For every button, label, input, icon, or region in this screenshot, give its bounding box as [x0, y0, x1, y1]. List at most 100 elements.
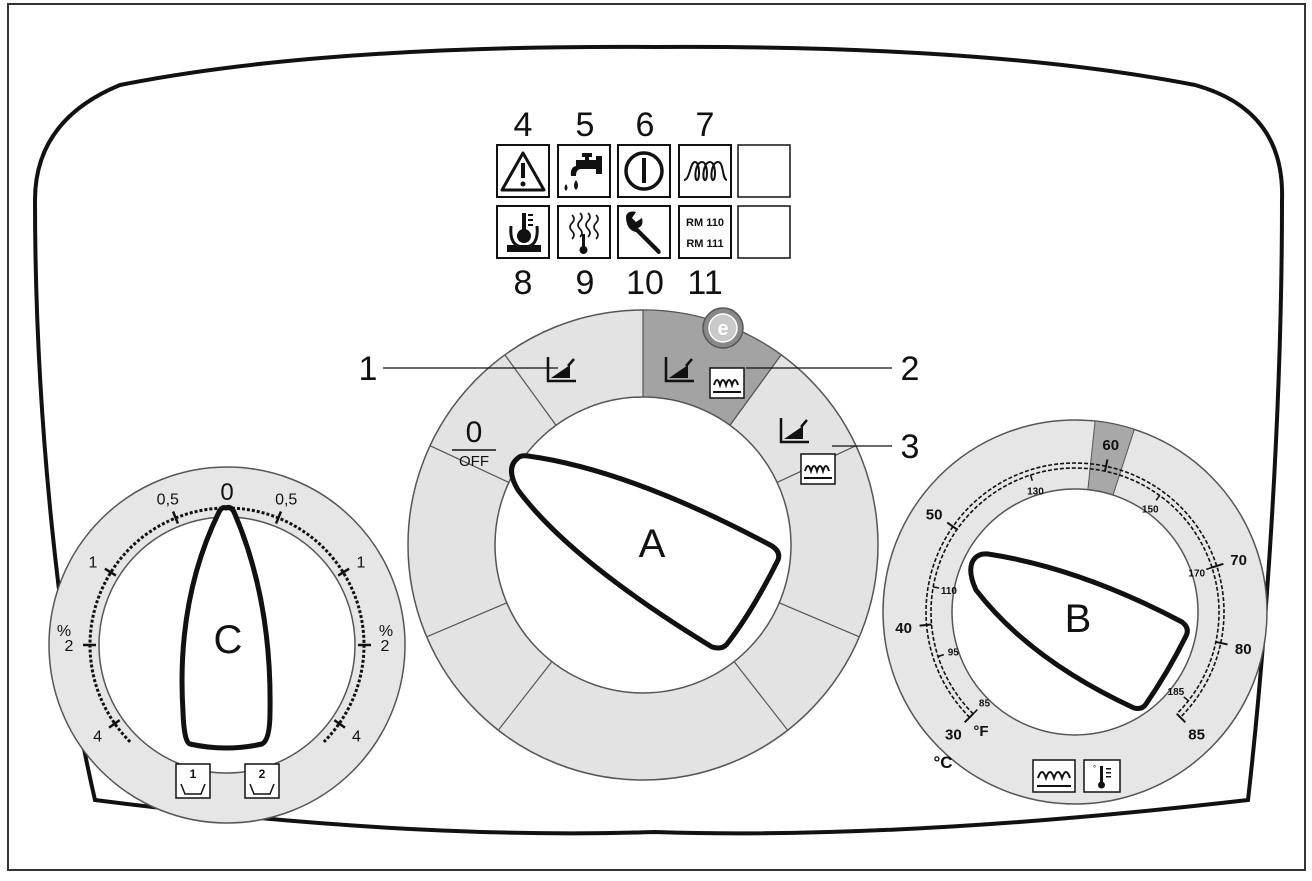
fahrenheit-tick-label: 185 — [1168, 687, 1185, 698]
knob-c-right-tick — [274, 511, 283, 525]
heat-icon-frame — [779, 418, 809, 444]
program-number: 1 — [190, 767, 197, 781]
knob-c-unit-left: % — [57, 623, 71, 640]
knob-c-left-scale — [88, 506, 228, 743]
fahrenheit-tick — [1206, 566, 1213, 571]
celsius-tick-label: 80 — [1235, 641, 1252, 658]
outer-frame — [7, 3, 1306, 871]
comfort-heating-mode-icon — [779, 418, 809, 444]
knob-a-pointer[interactable] — [509, 453, 782, 651]
knob-c-right-tick-label: 4 — [352, 729, 361, 746]
knob-c-pointer[interactable] — [179, 505, 273, 751]
knob-a-segment-divider — [729, 354, 782, 426]
knob-c-left-tick-label: 4 — [93, 729, 102, 746]
fahrenheit-tick — [1155, 495, 1161, 501]
icon-label-5: 5 — [576, 106, 595, 144]
eco-coil-mode-icon — [709, 367, 745, 399]
celsius-tick-label: 60 — [1102, 437, 1119, 454]
thermometer-mark — [1106, 776, 1111, 778]
knob-b-pointer[interactable] — [968, 551, 1190, 711]
celsius-tick-label: 50 — [926, 506, 943, 523]
icon-label-10: 10 — [626, 264, 664, 302]
knob-c-right-tick-label: 0,5 — [275, 492, 297, 509]
icon-label-9: 9 — [576, 264, 595, 302]
fahrenheit-tick — [937, 653, 944, 658]
thermometer-stem — [1100, 766, 1103, 784]
knob-c-left-tick-label: 0,5 — [157, 492, 179, 509]
fahrenheit-tick-label: 130 — [1027, 486, 1044, 497]
off-position-zero: 0 — [466, 416, 483, 449]
callout-1: 1 — [359, 350, 378, 388]
knob-c-right-tick — [337, 567, 350, 577]
fahrenheit-tick-label: 150 — [1142, 504, 1159, 515]
celsius-tick — [919, 623, 932, 627]
program-icon-box — [175, 763, 211, 799]
knob-c-left-tick-label: 2 — [65, 638, 74, 655]
celsius-tick — [963, 713, 974, 724]
knob-c-unit-right: % — [379, 623, 393, 640]
knob-c-left-tick — [108, 719, 121, 729]
fahrenheit-tick-label: 170 — [1188, 568, 1205, 579]
power-icon — [617, 144, 671, 198]
celsius-tick — [1211, 562, 1224, 569]
heat-icon-flame — [685, 358, 693, 367]
comfort-coil-mode-icon — [800, 453, 836, 485]
celsius-tick — [1215, 640, 1228, 646]
fahrenheit-tick-label: 85 — [979, 699, 991, 710]
program-number: 2 — [259, 767, 266, 781]
program-tub — [180, 783, 206, 795]
heat-icon-ramp — [669, 365, 688, 378]
celsius-tick-label: 70 — [1230, 552, 1247, 569]
blank-icon — [737, 205, 791, 259]
heat-icon-flame — [800, 419, 808, 428]
heating-coil-icon — [678, 144, 732, 198]
rm-111-label: RM 111 — [686, 238, 723, 250]
celsius-scale-arc — [925, 462, 1225, 718]
knob-a-segment-divider — [779, 602, 860, 638]
wrench-icon — [617, 205, 671, 259]
celsius-unit: °C — [933, 753, 952, 772]
eco-heating-mode-icon — [664, 357, 694, 383]
celsius-tick-label: 30 — [945, 727, 962, 744]
eco-badge-letter: e — [717, 318, 728, 340]
knob-c-letter: C — [214, 618, 243, 662]
fahrenheit-scale-arc — [930, 467, 1220, 715]
flue-temperature-icon — [557, 205, 611, 259]
knob-c-left-tick — [104, 567, 117, 577]
knob-c-right-tick — [333, 719, 346, 729]
fahrenheit-tick-label: 95 — [948, 648, 960, 659]
heat-icon-flame — [567, 358, 575, 367]
icon-label-6: 6 — [636, 106, 655, 144]
knob-a-segment-divider — [497, 661, 553, 731]
thermometer-degree: ° — [1093, 764, 1096, 773]
program-icon-box — [244, 763, 280, 799]
knob-a-segment-divider — [429, 445, 510, 483]
celsius-tick-label: 85 — [1188, 727, 1205, 744]
knob-c-right-scale — [226, 506, 366, 743]
fahrenheit-tick — [972, 709, 978, 715]
coil-icon-wave — [713, 379, 739, 389]
celsius-tick — [1103, 459, 1109, 472]
fahrenheit-tick — [1029, 474, 1034, 481]
indicator-icon-grid: 4 5 6 7 — [496, 106, 791, 302]
heat-icon-frame — [664, 357, 694, 383]
fahrenheit-tick — [933, 586, 940, 589]
thermometer-bulb — [1098, 781, 1105, 789]
eco-badge — [708, 313, 738, 343]
icon-label-8: 8 — [514, 264, 533, 302]
heating-mode-icon — [546, 357, 576, 383]
knob-c-right-tick-label: 1 — [357, 554, 366, 571]
icon-label-11: 11 — [687, 264, 722, 302]
knob-a-segment-divider — [426, 602, 507, 638]
fahrenheit-tick — [1183, 696, 1189, 702]
fahrenheit-unit: °F — [973, 723, 988, 740]
callout-2: 2 — [901, 350, 920, 388]
rm-110-label: RM 110 — [686, 217, 724, 229]
knob-c-right-tick-label: 2 — [381, 638, 390, 655]
water-tap-icon — [557, 144, 611, 198]
heat-icon-ramp — [551, 365, 570, 378]
